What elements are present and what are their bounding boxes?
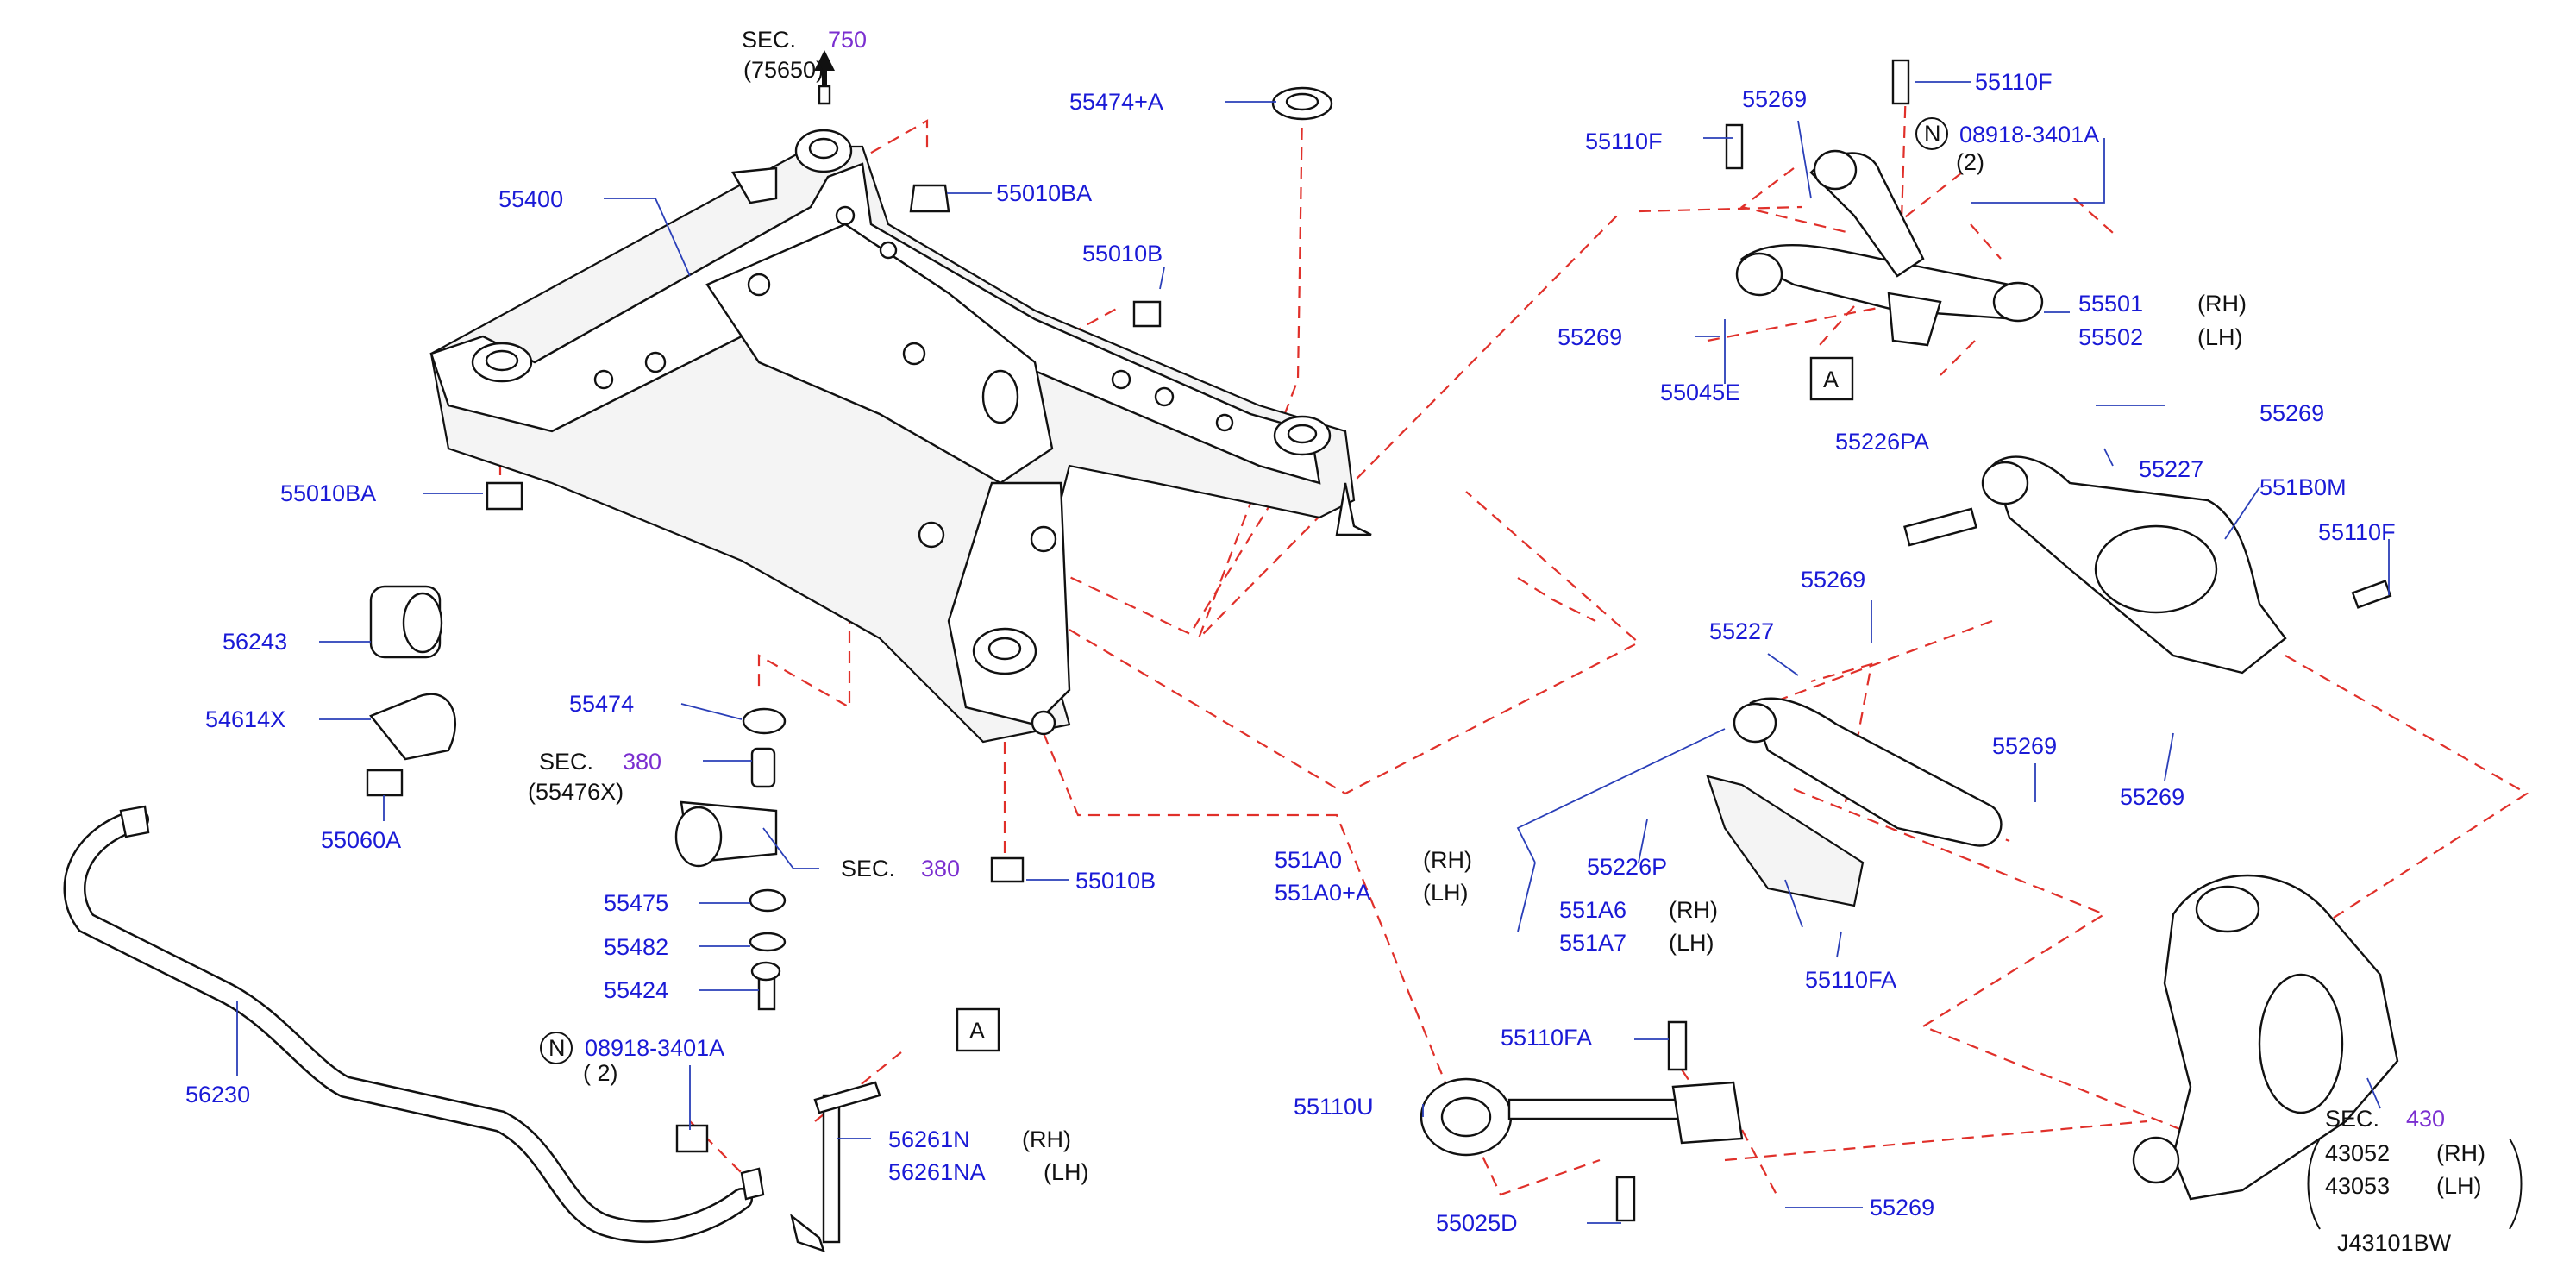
part-label-55501: 55501 <box>2078 291 2143 317</box>
part-label-56261n: 56261N <box>888 1126 970 1152</box>
sec-430-part2: 43053 <box>2325 1173 2390 1199</box>
sec-380b-label: SEC. <box>841 856 895 882</box>
part-label-55227-r: 55227 <box>2139 456 2203 482</box>
sec-380a-label: SEC. <box>539 749 593 775</box>
n-mark-left: N <box>548 1035 566 1061</box>
part-label-54614x: 54614X <box>205 706 285 732</box>
small-parts <box>366 86 1948 1252</box>
labels: SEC. 750 (75650) 55474+A 55010BA 55400 5… <box>185 27 2485 1256</box>
part-label-55400: 55400 <box>498 186 563 212</box>
sec-380b-number: 380 <box>921 856 960 882</box>
part-label-55269-r1: 55269 <box>2259 400 2324 426</box>
sec-430-part1-note: (RH) <box>2436 1140 2485 1166</box>
part-label-55502: 55502 <box>2078 324 2143 350</box>
callout-a-left: A <box>969 1018 985 1044</box>
upper-link-arm <box>1725 59 2044 347</box>
part-label-56230: 56230 <box>185 1082 250 1107</box>
part-label-55010ba-top: 55010BA <box>996 180 1092 206</box>
part-label-55424: 55424 <box>604 977 668 1003</box>
part-label-55110f-left: 55110F <box>1585 129 1663 154</box>
part-label-55269-r3: 55269 <box>2120 784 2184 810</box>
part-label-55010ba-left: 55010BA <box>280 480 376 506</box>
part-label-55501-note: (RH) <box>2197 291 2247 317</box>
part-label-56261n-note: (RH) <box>1022 1126 1071 1152</box>
part-label-08918-right-qty: (2) <box>1956 149 1984 175</box>
part-label-56243: 56243 <box>223 629 287 655</box>
part-label-55060a: 55060A <box>321 827 401 853</box>
part-label-56261na-note: (LH) <box>1044 1159 1089 1185</box>
part-label-55269-mid: 55269 <box>1801 567 1865 593</box>
sec-430-part1: 43052 <box>2325 1140 2390 1166</box>
part-label-55269-top: 55269 <box>1742 86 1807 112</box>
part-label-55110f-r: 55110F <box>2318 519 2396 545</box>
part-label-551a0a: 551A0+A <box>1275 880 1371 906</box>
part-label-55269-upleft: 55269 <box>1558 324 1622 350</box>
part-label-55227-mid: 55227 <box>1709 618 1774 644</box>
part-label-55025d: 55025D <box>1436 1210 1518 1236</box>
part-label-55474a: 55474+A <box>1069 89 1163 115</box>
part-label-55110f-top: 55110F <box>1975 69 2053 95</box>
sec-380a-number: 380 <box>623 749 661 775</box>
stabilizer-bar <box>63 805 765 1244</box>
callout-a-right: A <box>1823 367 1839 392</box>
part-label-55474: 55474 <box>569 691 634 717</box>
sec-430-label: SEC. <box>2325 1106 2379 1132</box>
part-label-55110fa-r: 55110FA <box>1805 967 1896 993</box>
sec-750-sub: (75650) <box>743 57 824 83</box>
part-label-551a0a-note: (LH) <box>1423 880 1469 906</box>
diagram-id-code: J43101BW <box>2337 1230 2452 1256</box>
part-label-551b0m: 551B0M <box>2259 474 2347 500</box>
sec-750-label: SEC. <box>742 27 796 53</box>
adjustable-link <box>1420 1020 1744 1222</box>
part-label-55502-note: (LH) <box>2197 324 2243 350</box>
part-label-55010b-top: 55010B <box>1082 241 1163 267</box>
part-label-08918-left-qty: ( 2) <box>583 1060 618 1086</box>
part-label-55010b-bot: 55010B <box>1075 868 1156 894</box>
sec-750-number: 750 <box>828 27 867 53</box>
part-label-55110fa-b: 55110FA <box>1501 1025 1592 1051</box>
n-mark-right: N <box>1924 121 1941 147</box>
part-label-55110u: 55110U <box>1294 1094 1374 1120</box>
part-label-551a6: 551A6 <box>1559 897 1626 923</box>
part-label-55475: 55475 <box>604 890 668 916</box>
sec-380a-sub: (55476X) <box>528 779 624 805</box>
part-label-08918-right: 08918-3401A <box>1959 122 2099 147</box>
part-label-08918-left: 08918-3401A <box>585 1035 724 1061</box>
part-label-551a6-note: (RH) <box>1669 897 1718 923</box>
part-label-551a0: 551A0 <box>1275 847 1342 873</box>
part-label-55045e: 55045E <box>1660 380 1740 405</box>
part-label-55269-r2: 55269 <box>1992 733 2057 759</box>
lower-control-arm <box>1903 455 2392 675</box>
part-label-55226p: 55226P <box>1587 854 1667 880</box>
part-label-56261na: 56261NA <box>888 1159 986 1185</box>
part-label-551a7-note: (LH) <box>1669 930 1714 956</box>
part-label-55482: 55482 <box>604 934 668 960</box>
leader-lines <box>236 81 2523 1230</box>
part-label-55226pa: 55226PA <box>1835 429 1929 455</box>
transverse-link <box>1706 697 2003 907</box>
part-label-55269-bot: 55269 <box>1870 1195 1934 1220</box>
sec-430-part2-note: (LH) <box>2436 1173 2482 1199</box>
axle-knuckle <box>2132 874 2399 1201</box>
part-label-551a7: 551A7 <box>1559 930 1626 956</box>
subframe-assembly <box>429 50 1372 744</box>
sec-430-number: 430 <box>2406 1106 2445 1132</box>
part-label-551a0-note: (RH) <box>1423 847 1472 873</box>
